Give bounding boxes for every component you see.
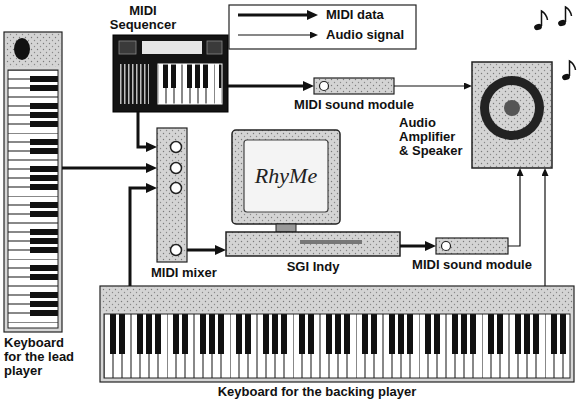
midi-connector <box>138 112 151 147</box>
lead-keyboard-illustration <box>4 32 62 332</box>
midi-connector <box>228 85 308 88</box>
sequencer-box: MIDI Sequencer <box>113 35 228 112</box>
keyboard-box: Keyboard for the lead player <box>4 32 62 332</box>
computer-box: RhyMeSGI Indy <box>226 130 400 256</box>
legend-text: Audio signal <box>326 28 404 42</box>
audio-connector <box>394 85 467 86</box>
device-label: SGI Indy <box>287 260 340 274</box>
computer-illustration <box>226 130 400 256</box>
screen-text: RhyMe <box>255 164 317 188</box>
speaker-box: Audio Amplifier & Speaker <box>472 62 552 168</box>
device-label: MIDI mixer <box>151 266 217 280</box>
sound-module-illustration <box>314 78 394 94</box>
music-notes <box>533 7 575 81</box>
sound-module-illustration <box>436 238 508 254</box>
device-label: Keyboard for the backing player <box>218 385 417 399</box>
midi-connector <box>130 188 151 286</box>
keyboard-box: Keyboard for the backing player <box>100 286 574 382</box>
device-label: Keyboard for the lead player <box>4 336 80 378</box>
device-label: MIDI sound module <box>412 258 532 272</box>
midi-connector <box>62 167 151 170</box>
sound-module-box: MIDI sound module <box>436 238 508 254</box>
backing-keyboard-illustration <box>100 286 574 382</box>
speaker-illustration <box>472 62 552 168</box>
sound-module-box: MIDI sound module <box>314 78 394 94</box>
audio-connector <box>508 173 520 246</box>
device-label: Audio Amplifier & Speaker <box>399 116 467 158</box>
device-label: MIDI Sequencer <box>105 4 181 32</box>
midi-connector <box>400 245 430 248</box>
mixer-illustration <box>157 128 187 262</box>
audio-connector <box>544 173 545 286</box>
legend-frame <box>229 5 416 49</box>
legend-text: MIDI data <box>326 8 384 22</box>
legend-sample <box>238 34 313 35</box>
device-label: MIDI sound module <box>294 98 414 112</box>
mixer-box: MIDI mixer <box>157 128 187 262</box>
legend-sample <box>238 14 312 17</box>
midi-connector <box>187 249 220 252</box>
sequencer-illustration <box>113 35 228 112</box>
